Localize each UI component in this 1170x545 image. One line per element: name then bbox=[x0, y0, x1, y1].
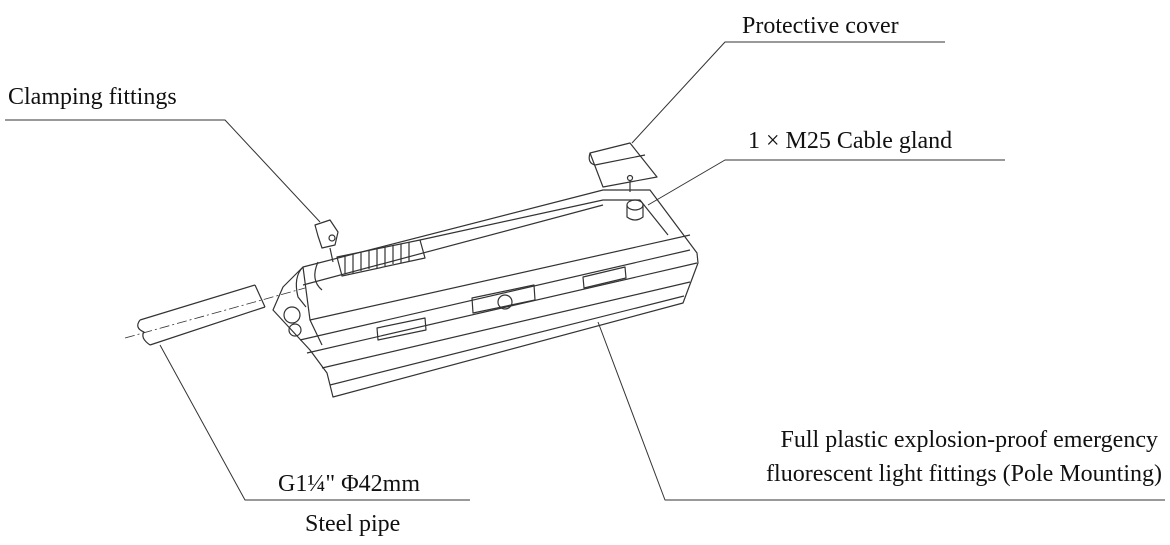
label-steel-pipe: Steel pipe bbox=[305, 511, 401, 537]
label-pipe-spec: G1¼" Φ42mm bbox=[278, 471, 421, 497]
label-product-line1: Full plastic explosion-proof emergency bbox=[780, 427, 1158, 453]
leader-light-fitting bbox=[597, 321, 1165, 501]
leader-clamping-fittings bbox=[5, 119, 321, 223]
cable-gland-drawing bbox=[626, 199, 644, 221]
leader-lines bbox=[5, 41, 1165, 501]
leader-cable-gland bbox=[647, 159, 1005, 206]
steel-pipe-drawing bbox=[124, 284, 306, 346]
light-fitting-body bbox=[272, 189, 699, 398]
leader-steel-pipe bbox=[159, 344, 470, 501]
protective-cover-drawing bbox=[588, 142, 658, 192]
leader-protective-cover bbox=[631, 41, 945, 144]
label-clamping-fittings: Clamping fittings bbox=[8, 84, 177, 110]
label-protective-cover: Protective cover bbox=[742, 13, 899, 39]
clamping-fitting-drawing bbox=[314, 219, 339, 263]
label-product-line2: fluorescent light fittings (Pole Mountin… bbox=[766, 461, 1162, 487]
latch[interactable] bbox=[471, 284, 536, 314]
corrugated-section bbox=[336, 239, 426, 277]
label-cable-gland: 1 × M25 Cable gland bbox=[748, 128, 953, 154]
